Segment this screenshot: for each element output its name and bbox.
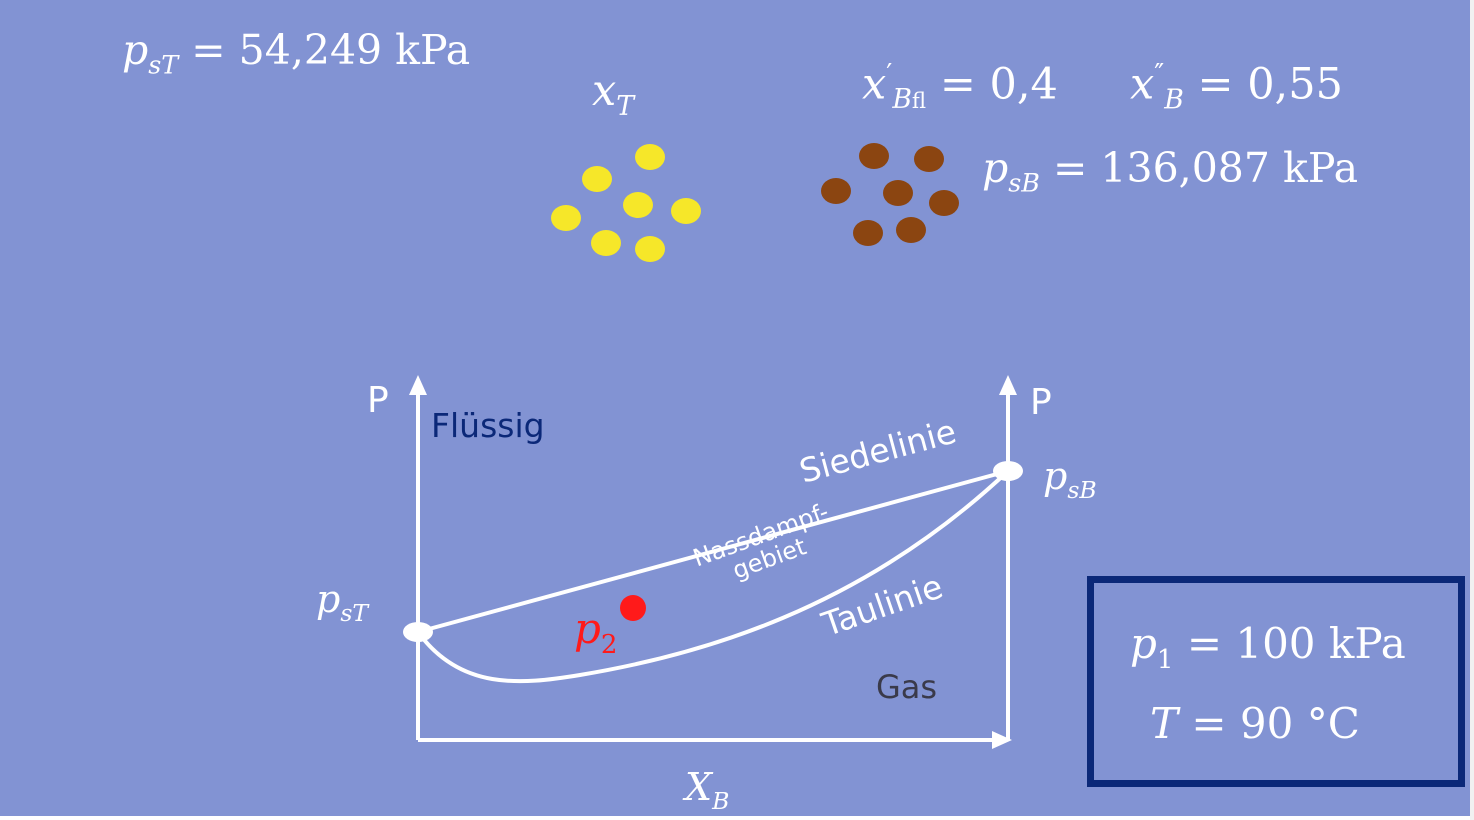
state-point-marker (620, 595, 646, 621)
x-B-vap-var: x (1130, 59, 1155, 110)
x-B-fl-var: x (862, 59, 887, 110)
right-endpoint-label: psB (1043, 457, 1097, 503)
p-sB-formula: psB = 136,087 kPa (982, 148, 1358, 196)
left-axis-arrowhead (409, 375, 427, 395)
boiling-line (417, 469, 1009, 634)
right-axis-label: P (1030, 382, 1052, 423)
state-point-sub: 2 (600, 629, 618, 660)
right-edge-strip (1470, 0, 1474, 820)
p1-sub: 1 (1156, 644, 1174, 675)
p-sT-formula: psT = 54,249 kPa (122, 30, 470, 78)
p1-formula: p1 = 100 kPa (1130, 623, 1406, 673)
yellow-particle (551, 205, 581, 231)
right-axis-arrowhead (999, 375, 1017, 395)
x-B-fl-prime: ′ (886, 59, 893, 90)
yellow-particle (635, 144, 665, 170)
x-B-fl-subsub: fl (911, 89, 927, 115)
state-point-label: p2 (574, 608, 617, 658)
p1-var: p (1130, 619, 1157, 668)
axes (416, 388, 1010, 742)
x-B-vap-primes: ″ (1154, 59, 1165, 90)
yellow-particle (591, 230, 621, 256)
x-B-vap-sub: B (1164, 84, 1184, 116)
p-sB-var: p (982, 144, 1009, 192)
brown-particle (853, 220, 883, 246)
x-axis-label: XB (685, 768, 729, 814)
x-B-vap-formula: x″B = 0,55 (1130, 59, 1343, 116)
dew-line (416, 469, 1010, 684)
yellow-particle-cluster (551, 144, 701, 262)
liquid-region-label: Flüssig (431, 406, 545, 445)
x-T-sub: T (616, 91, 635, 123)
yellow-particle (635, 236, 665, 262)
brown-particle (859, 143, 889, 169)
brown-particle (821, 178, 851, 204)
left-endpoint-label: psT (316, 580, 368, 626)
right-endpoint-var: p (1043, 454, 1068, 498)
brown-particle (883, 180, 913, 206)
p-sT-sub: sT (148, 49, 179, 80)
x-T-label: xT (592, 70, 634, 121)
p1-value: = 100 kPa (1186, 619, 1406, 668)
right-endpoint-sub: sB (1067, 475, 1097, 504)
parameter-box: p1 = 100 kPa T = 90 °C (1087, 576, 1465, 787)
x-B-fl-formula: x′Bfl = 0,4 (862, 59, 1058, 116)
brown-particle (929, 190, 959, 216)
brown-particle-cluster (821, 143, 959, 246)
x-axis-sub: B (712, 786, 730, 815)
p-sT-value: = 54,249 kPa (191, 26, 471, 74)
left-endpoint-var: p (316, 577, 341, 621)
temperature-value: = 90 °C (1191, 699, 1360, 748)
p-sT-var: p (122, 26, 149, 74)
left-endpoint-marker (403, 622, 433, 642)
yellow-particle (623, 192, 653, 218)
gas-region-label: Gas (876, 668, 938, 706)
p-sB-sub: sB (1008, 167, 1040, 198)
x-T-var: x (592, 66, 617, 116)
brown-particle (914, 146, 944, 172)
brown-particle (896, 217, 926, 243)
left-endpoint-sub: sT (340, 598, 369, 627)
temperature-var: T (1150, 699, 1179, 748)
temperature-formula: T = 90 °C (1150, 703, 1360, 745)
right-endpoint-marker (993, 461, 1023, 481)
x-axis-arrowhead (992, 731, 1012, 749)
yellow-particle (671, 198, 701, 224)
bottom-edge-strip (0, 816, 1474, 820)
x-B-fl-sub: B (892, 84, 912, 116)
x-axis-var: X (685, 765, 713, 809)
p-sB-value: = 136,087 kPa (1053, 144, 1359, 192)
state-point-var: p (574, 604, 601, 653)
yellow-particle (582, 166, 612, 192)
left-axis-label: P (367, 380, 389, 421)
x-B-fl-value: = 0,4 (939, 59, 1058, 110)
x-B-vap-value: = 0,55 (1197, 59, 1343, 110)
